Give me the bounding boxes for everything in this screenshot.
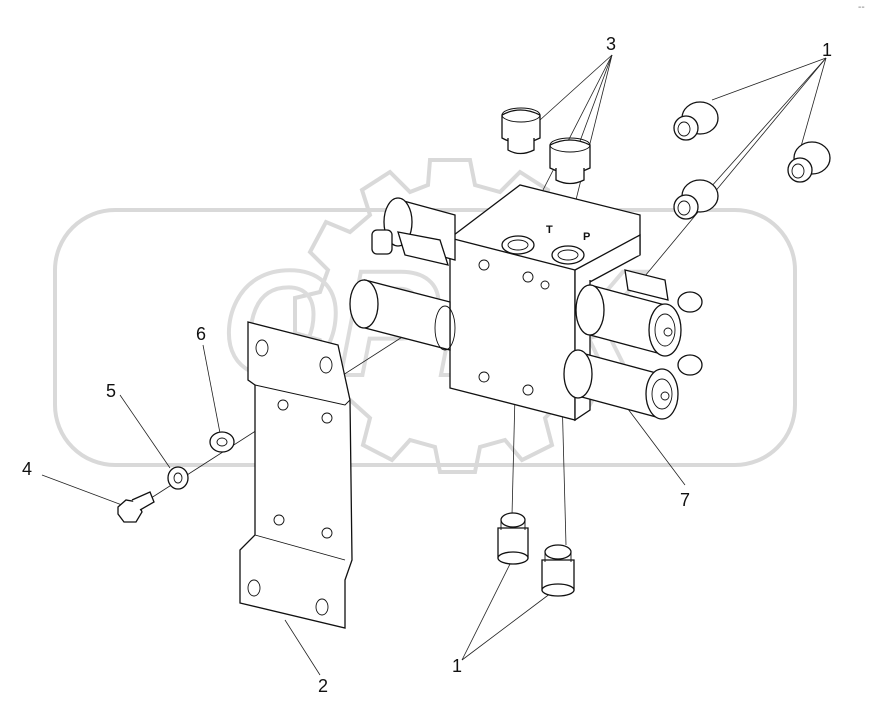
fitting-bottom-2	[541, 544, 575, 597]
callout-4: 4	[22, 459, 32, 479]
solenoid-right-upper	[575, 269, 703, 357]
lock-washer	[167, 466, 189, 490]
port-label-p: P	[583, 231, 590, 243]
callout-1-top: 1	[822, 40, 832, 60]
corner-mark: --	[858, 2, 865, 13]
callout-1-bottom: 1	[452, 656, 462, 676]
callout-7: 7	[680, 490, 690, 510]
callout-3: 3	[606, 34, 616, 54]
callout-2: 2	[318, 676, 328, 696]
hex-bolt	[117, 491, 155, 523]
port-label-t: T	[546, 224, 553, 236]
flat-washer	[209, 431, 235, 453]
callouts: 1 1 2 3 4 5 6 7	[22, 34, 832, 696]
solenoid-left-upper	[371, 197, 456, 266]
fitting-top-1	[673, 101, 719, 141]
fitting-bottom-1	[497, 512, 529, 565]
solenoid-right-lower	[563, 349, 703, 420]
plug-1	[501, 107, 541, 155]
callout-6: 6	[196, 324, 206, 344]
solenoid-left-lower	[349, 279, 456, 351]
plug-2	[549, 137, 591, 185]
mounting-bracket	[239, 321, 353, 629]
fitting-top-3	[673, 179, 719, 220]
callout-5: 5	[106, 381, 116, 401]
fitting-top-2	[787, 141, 831, 183]
